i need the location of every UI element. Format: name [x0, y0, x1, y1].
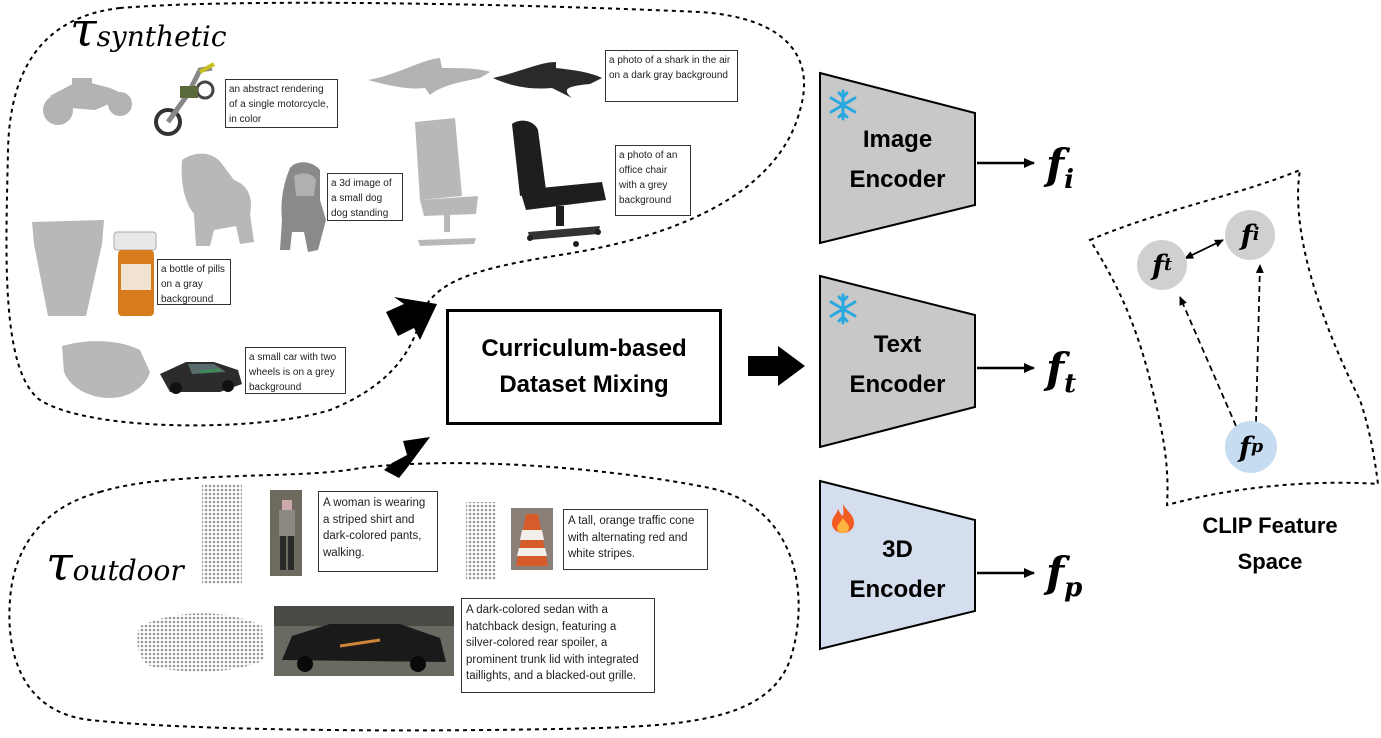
3d-encoder-shape: [819, 479, 976, 651]
pedestrian-point-cloud: [202, 484, 242, 584]
mixing-line-2: Dataset Mixing: [499, 371, 669, 398]
3d-feature-label: fp: [1046, 548, 1082, 603]
ft-fi-link: [1184, 239, 1224, 259]
curriculum-mixing-box: Curriculum-based Dataset Mixing: [446, 309, 722, 425]
node-f: f: [1238, 430, 1251, 464]
chair-point-cloud: [415, 118, 478, 246]
tau-subscript: outdoor: [72, 554, 184, 587]
synthetic-region-outline: [5, 1, 805, 427]
feature-f: f: [1046, 548, 1065, 597]
dog-render: [280, 162, 326, 252]
pills-render: [113, 231, 157, 316]
pedestrian-photo: [270, 490, 302, 576]
shark-render: [493, 62, 602, 98]
tau-symbol: τ: [46, 536, 73, 592]
node-sub-t: t: [1164, 255, 1173, 275]
caption-motorcycle: an abstract rendering of a single motorc…: [225, 79, 338, 128]
image-encoder-label: Image Encoder: [820, 120, 975, 200]
mixing-to-encoder-arrow: [748, 346, 805, 386]
clip-space-line-1: CLIP Feature: [1202, 513, 1338, 538]
motorcycle-point-cloud: [43, 78, 132, 125]
text-encoder-label: Text Encoder: [820, 325, 975, 405]
tau-subscript: synthetic: [96, 20, 227, 53]
motorcycle-render: [154, 62, 215, 136]
3d-encoder-line-2: Encoder: [849, 576, 946, 603]
caption-sedan: A dark-colored sedan with a hatchback de…: [461, 598, 655, 693]
caption-shark: a photo of a shark in the air on a dark …: [605, 50, 738, 102]
dog-point-cloud: [181, 153, 254, 246]
feature-f: f: [1046, 140, 1065, 189]
car-point-cloud: [62, 341, 150, 398]
text-encoder-shape: [819, 274, 976, 449]
caption-pills: a bottle of pills on a gray background: [157, 259, 231, 305]
caption-woman: A woman is wearing a striped shirt and d…: [318, 491, 438, 572]
text-feature-label: ft: [1046, 344, 1076, 399]
caption-cone: A tall, orange traffic cone with alterna…: [563, 509, 708, 570]
synthetic-to-mixing-arrow: [386, 297, 437, 340]
feature-sub-p: p: [1064, 573, 1083, 604]
caption-chair: a photo of an office chair with a grey b…: [615, 145, 691, 216]
sedan-point-cloud: [137, 613, 264, 672]
snowflake-icon: [829, 293, 857, 325]
node-f: f: [1151, 248, 1164, 282]
chair-render: [512, 120, 606, 247]
fire-icon: [832, 504, 854, 533]
car-render: [160, 362, 242, 394]
fp-to-ft-arrow: [1179, 296, 1237, 427]
shark-point-cloud: [368, 58, 490, 95]
pills-point-cloud: [32, 220, 104, 316]
synthetic-dataset-label: τsynthetic: [70, 2, 227, 58]
clip-space-line-2: Space: [1237, 549, 1303, 574]
clip-space-outline: [1088, 168, 1380, 507]
node-sub-i: i: [1252, 225, 1260, 245]
outdoor-to-mixing-arrow: [384, 437, 430, 478]
node-f: f: [1240, 218, 1253, 252]
image-encoder-shape: [819, 71, 976, 245]
node-sub-p: p: [1250, 437, 1264, 457]
caption-car: a small car with two wheels is on a grey…: [245, 347, 346, 394]
snowflake-icon: [829, 89, 857, 121]
text-encoder-line-1: Text: [873, 331, 922, 358]
outdoor-dataset-label: τoutdoor: [46, 536, 184, 592]
image-encoder-line-1: Image: [862, 126, 933, 153]
cone-photo: [511, 508, 553, 570]
fp-to-fi-arrow: [1255, 264, 1264, 423]
3d-encoder-line-1: 3D: [882, 536, 913, 563]
feature-sub-t: t: [1064, 369, 1077, 400]
feature-sub-i: i: [1064, 165, 1074, 196]
tau-symbol: τ: [70, 2, 97, 58]
mixing-line-1: Curriculum-based: [481, 335, 687, 362]
clip-space-label: CLIP Feature Space: [1170, 508, 1370, 580]
cone-point-cloud: [466, 502, 496, 580]
3d-encoder-label: 3D Encoder: [820, 530, 975, 610]
sedan-photo: [274, 606, 454, 676]
image-feature-label: fi: [1046, 140, 1074, 195]
text-encoder-line-2: Encoder: [849, 371, 946, 398]
image-encoder-line-2: Encoder: [849, 166, 946, 193]
feature-f: f: [1046, 344, 1065, 393]
caption-dog: a 3d image of a small dog dog standing: [327, 173, 403, 221]
